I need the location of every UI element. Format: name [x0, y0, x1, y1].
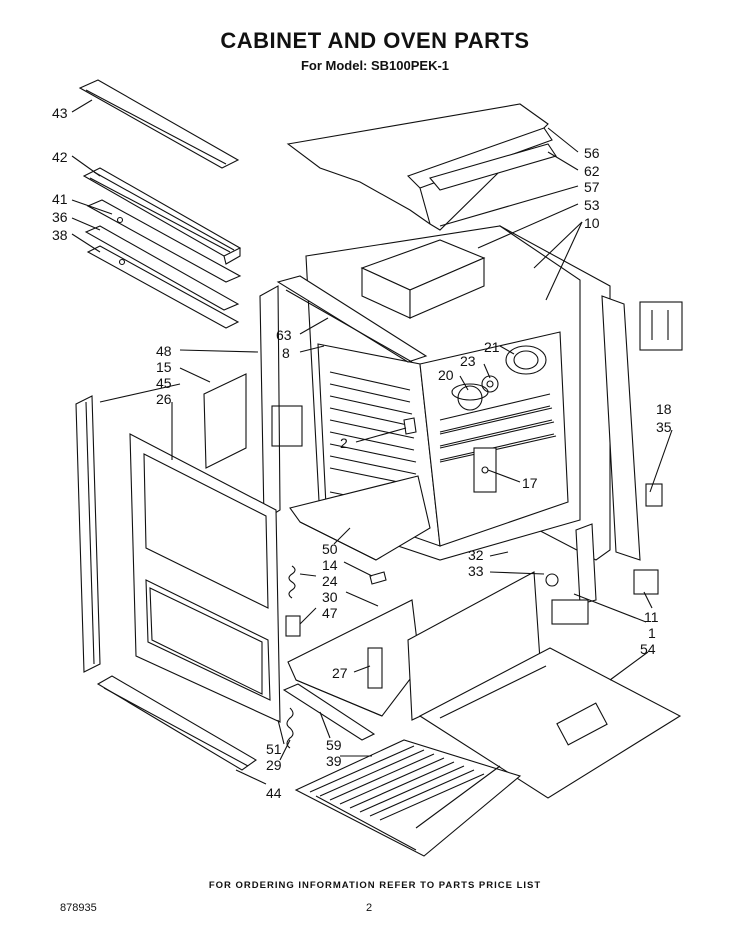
part-54-bottom-panel — [418, 647, 682, 799]
callout-62: 62 — [584, 163, 600, 179]
callout-30: 30 — [322, 589, 338, 605]
callout-labels: 43 42 41 36 38 56 62 57 53 10 63 8 48 15… — [52, 105, 672, 801]
callout-45: 45 — [156, 375, 172, 391]
part-1-thermostat — [545, 573, 589, 625]
part-56-top-panel — [286, 103, 553, 231]
part-44-kick-plate — [96, 675, 258, 771]
callout-54: 54 — [640, 641, 656, 657]
part-47-bracket — [285, 615, 301, 637]
part-35-connector — [645, 483, 663, 507]
callout-48: 48 — [156, 343, 172, 359]
page-title: CABINET AND OVEN PARTS — [220, 28, 530, 53]
callout-43: 43 — [52, 105, 68, 121]
callout-2: 2 — [340, 435, 348, 451]
part-38-strip — [86, 245, 240, 329]
callout-1: 1 — [648, 625, 656, 641]
part-18-terminal-block — [639, 301, 683, 351]
ordering-footer: FOR ORDERING INFORMATION REFER TO PARTS … — [208, 880, 542, 891]
part-27-bracket — [367, 647, 383, 689]
part-41-strip — [86, 199, 242, 283]
part-14-clip — [369, 571, 387, 585]
page-number: 2 — [366, 902, 373, 914]
callout-39: 39 — [326, 753, 342, 769]
part-45-side-strip — [75, 395, 101, 673]
callout-10: 10 — [584, 215, 600, 231]
part-right-rail — [601, 295, 641, 561]
callout-23: 23 — [460, 353, 476, 369]
part-21-light-lens — [505, 345, 547, 375]
part-50-tray — [289, 475, 431, 561]
callout-36: 36 — [52, 209, 68, 225]
callout-59: 59 — [326, 737, 342, 753]
callout-41: 41 — [52, 191, 68, 207]
part-24-spring — [288, 565, 296, 599]
callout-14: 14 — [322, 557, 338, 573]
part-2-clip — [403, 417, 417, 435]
callout-21: 21 — [484, 339, 500, 355]
callout-44: 44 — [266, 785, 282, 801]
document-number: 878935 — [60, 902, 97, 914]
model-subtitle: For Model: SB100PEK-1 — [300, 58, 450, 73]
part-30-drawer-frame — [287, 599, 421, 717]
part-15-insulation — [203, 373, 247, 469]
callout-50: 50 — [322, 541, 338, 557]
callout-47: 47 — [322, 605, 338, 621]
callout-35: 35 — [656, 419, 672, 435]
callout-33: 33 — [468, 563, 484, 579]
part-29-spring — [286, 707, 294, 749]
callout-11: 11 — [644, 609, 659, 625]
callout-27: 27 — [332, 665, 348, 681]
part-59-rail — [282, 683, 376, 741]
callout-20: 20 — [438, 367, 454, 383]
callout-42: 42 — [52, 149, 68, 165]
callout-24: 24 — [322, 573, 338, 589]
callout-26: 26 — [156, 391, 172, 407]
callout-63: 63 — [276, 327, 292, 343]
part-17-bracket — [473, 447, 497, 493]
callout-17: 17 — [522, 475, 538, 491]
part-26-door-frame — [129, 433, 281, 723]
callout-56: 56 — [584, 145, 600, 161]
part-23-light-socket — [481, 375, 499, 393]
callout-57: 57 — [584, 179, 600, 195]
part-48-side-panel — [259, 285, 303, 521]
callout-15: 15 — [156, 359, 172, 375]
part-43-trim-strip — [78, 79, 240, 169]
callout-38: 38 — [52, 227, 68, 243]
part-11-switch — [633, 569, 659, 595]
callout-18: 18 — [656, 401, 672, 417]
part-20-bulb — [451, 383, 489, 411]
callout-8: 8 — [282, 345, 290, 361]
callout-32: 32 — [468, 547, 484, 563]
part-42-bracket — [82, 167, 242, 265]
part-39-oven-rack — [294, 739, 522, 857]
callout-29: 29 — [266, 757, 282, 773]
leader-lines — [71, 99, 673, 785]
callout-53: 53 — [584, 197, 600, 213]
part-32-trim — [575, 523, 597, 605]
callout-51: 51 — [266, 741, 282, 757]
part-62-strip — [429, 143, 557, 191]
